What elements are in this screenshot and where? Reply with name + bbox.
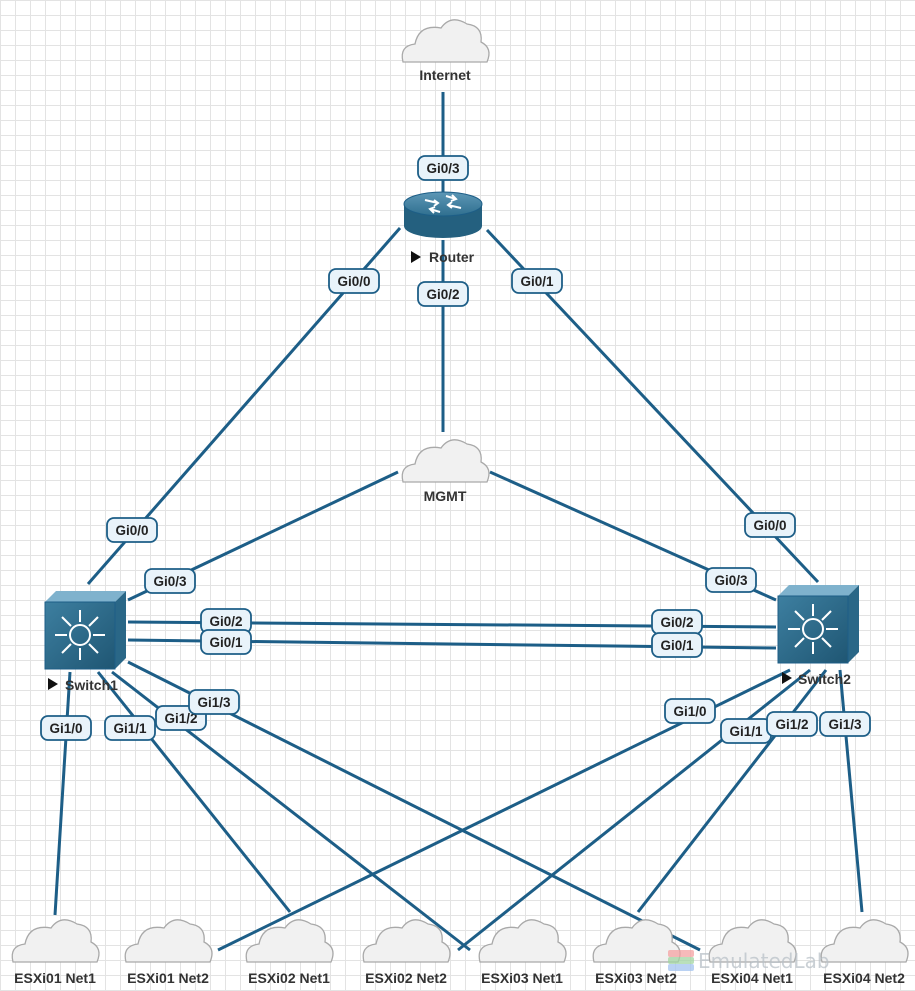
cloud-icon (362, 919, 451, 963)
svg-text:Gi1/2: Gi1/2 (775, 717, 808, 732)
cloud-icon (820, 919, 909, 963)
node-label: ESXi03 Net2 (595, 970, 677, 986)
cloud-icon (592, 919, 681, 963)
svg-text:Gi0/2: Gi0/2 (660, 615, 693, 630)
node-label: ESXi03 Net1 (481, 970, 563, 986)
cloud-icon (708, 919, 797, 963)
node-label: ESXi04 Net1 (711, 970, 793, 986)
cloud-icon (11, 919, 100, 963)
node-label: ESXi04 Net2 (823, 970, 905, 986)
svg-text:Gi1/1: Gi1/1 (729, 724, 763, 739)
esxi04-net1-node[interactable]: ESXi04 Net1 (708, 919, 797, 986)
svg-text:Gi0/2: Gi0/2 (209, 614, 242, 629)
svg-text:Gi0/0: Gi0/0 (753, 518, 786, 533)
port-label-switch1-gi00[interactable]: Gi0/0 (106, 517, 158, 543)
port-label-switch1-gi01[interactable]: Gi0/1 (200, 629, 252, 655)
svg-text:Gi1/1: Gi1/1 (113, 721, 147, 736)
cloud-icon (401, 19, 490, 63)
watermark: EmulatedLab (668, 946, 908, 976)
port-label-switch2-gi00[interactable]: Gi0/0 (744, 512, 796, 538)
svg-text:Gi0/1: Gi0/1 (520, 274, 554, 289)
cloud-icon (124, 919, 213, 963)
port-label-router-gi02[interactable]: Gi0/2 (417, 281, 469, 307)
esxi04-net2-node[interactable]: ESXi04 Net2 (820, 919, 909, 986)
link-switch1-esxi01-net1[interactable] (53, 671, 72, 916)
emulatedlab-logo-icon (668, 950, 694, 972)
link-switch1-esxi02-net1[interactable] (96, 671, 292, 913)
port-label-switch2-gi13[interactable]: Gi1/3 (819, 711, 871, 737)
play-icon[interactable] (782, 672, 792, 684)
port-label-switch1-gi11[interactable]: Gi1/1 (104, 715, 156, 741)
link-switch2-esxi02-net2[interactable] (457, 668, 811, 952)
switch1-node[interactable]: Switch1 (44, 591, 126, 693)
internet-node[interactable]: Internet (401, 19, 490, 83)
watermark-text: EmulatedLab (698, 949, 830, 973)
node-label: ESXi02 Net2 (365, 970, 447, 986)
cloud-icon (245, 919, 334, 963)
svg-text:Gi0/0: Gi0/0 (337, 274, 370, 289)
port-label-router-gi01[interactable]: Gi0/1 (511, 268, 563, 294)
port-label-switch2-gi10[interactable]: Gi1/0 (664, 698, 716, 724)
port-label-switch1-gi13[interactable]: Gi1/3 (188, 689, 240, 715)
svg-text:Gi0/2: Gi0/2 (426, 287, 459, 302)
port-labels: Gi0/3 Gi0/0 Gi0/1 Gi0/2 Gi0/0 Gi0/3 Gi0/… (40, 155, 871, 744)
port-label-switch1-gi03[interactable]: Gi0/3 (144, 568, 196, 594)
switch2-node[interactable]: Switch2 (777, 585, 859, 687)
esxi03-net2-node[interactable]: ESXi03 Net2 (592, 919, 681, 986)
play-icon[interactable] (48, 678, 58, 690)
play-icon[interactable] (411, 251, 421, 263)
svg-text:Gi0/3: Gi0/3 (426, 161, 460, 176)
svg-text:Gi1/0: Gi1/0 (673, 704, 706, 719)
svg-text:Gi0/1: Gi0/1 (660, 638, 694, 653)
port-label-switch2-gi12[interactable]: Gi1/2 (766, 711, 818, 737)
svg-text:Gi1/2: Gi1/2 (164, 711, 197, 726)
switch-icon (777, 585, 859, 664)
link-switch2-esxi04-net2[interactable] (838, 669, 864, 913)
node-label: Switch2 (798, 671, 851, 687)
node-label: Router (429, 249, 475, 265)
port-label-router-gi03[interactable]: Gi0/3 (417, 155, 469, 181)
svg-text:Gi0/0: Gi0/0 (115, 523, 148, 538)
svg-text:Gi0/1: Gi0/1 (209, 635, 243, 650)
port-label-switch2-gi02[interactable]: Gi0/2 (651, 609, 703, 635)
cloud-icon (478, 919, 567, 963)
router-node[interactable]: Router (403, 191, 483, 265)
esxi02-net2-node[interactable]: ESXi02 Net2 (362, 919, 451, 986)
svg-text:Gi1/0: Gi1/0 (49, 721, 82, 736)
node-label: Internet (419, 67, 471, 83)
mgmt-node[interactable]: MGMT (401, 439, 490, 504)
svg-text:Gi0/3: Gi0/3 (714, 573, 748, 588)
link-switch2-esxi03-net2[interactable] (636, 669, 828, 913)
router-icon (403, 191, 483, 238)
cloud-icon (401, 439, 490, 483)
esxi02-net1-node[interactable]: ESXi02 Net1 (245, 919, 334, 986)
node-label: ESXi01 Net2 (127, 970, 209, 986)
svg-text:Gi0/3: Gi0/3 (153, 574, 187, 589)
port-label-router-gi00[interactable]: Gi0/0 (328, 268, 380, 294)
esxi01-net1-node[interactable]: ESXi01 Net1 (11, 919, 100, 986)
port-label-switch2-gi01[interactable]: Gi0/1 (651, 632, 703, 658)
node-label: ESXi02 Net1 (248, 970, 330, 986)
esxi01-net2-node[interactable]: ESXi01 Net2 (124, 919, 213, 986)
esxi03-net1-node[interactable]: ESXi03 Net1 (478, 919, 567, 986)
port-label-switch1-gi10[interactable]: Gi1/0 (40, 715, 92, 741)
switch-icon (44, 591, 126, 670)
node-label: Switch1 (65, 677, 118, 693)
svg-text:Gi1/3: Gi1/3 (197, 695, 231, 710)
node-label: MGMT (424, 488, 467, 504)
node-label: ESXi01 Net1 (14, 970, 96, 986)
svg-text:Gi1/3: Gi1/3 (828, 717, 862, 732)
port-label-switch2-gi11[interactable]: Gi1/1 (720, 718, 772, 744)
port-label-switch2-gi03[interactable]: Gi0/3 (705, 567, 757, 593)
